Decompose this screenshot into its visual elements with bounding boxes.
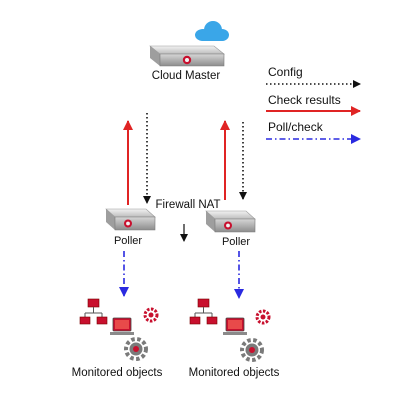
poller-left-label: Poller bbox=[114, 235, 142, 247]
firewall-nat-label: Firewall NAT bbox=[156, 199, 221, 211]
cloud-icon bbox=[195, 21, 229, 41]
legend-poll-check-label: Poll/check bbox=[268, 120, 324, 134]
cloud-master-node: Cloud Master bbox=[149, 21, 229, 82]
poller-left-node: Poller bbox=[105, 208, 156, 247]
legend-config-label: Config bbox=[268, 65, 303, 79]
poller-right-node: Poller bbox=[205, 210, 256, 248]
monitored-objects-right: Monitored objects bbox=[189, 298, 280, 379]
network-icon bbox=[189, 298, 218, 325]
legend-item-poll-check: Poll/check bbox=[266, 120, 361, 144]
server-device-icon bbox=[149, 45, 225, 67]
monitored-objects-left: Monitored objects bbox=[72, 298, 163, 379]
cloud-master-label: Cloud Master bbox=[152, 70, 221, 82]
legend: Config Check results Poll/check bbox=[266, 65, 361, 144]
monitored-objects-right-label: Monitored objects bbox=[189, 367, 280, 379]
legend-check-results-label: Check results bbox=[268, 93, 341, 107]
computer-icon bbox=[223, 317, 247, 335]
poller-device-icon bbox=[205, 210, 256, 233]
legend-item-config: Config bbox=[266, 65, 361, 88]
computer-icon bbox=[110, 317, 134, 335]
legend-item-check-results: Check results bbox=[266, 93, 361, 116]
gear-icon bbox=[124, 307, 159, 361]
poller-right-label: Poller bbox=[222, 236, 250, 248]
network-icon bbox=[79, 298, 108, 325]
poller-device-icon bbox=[105, 208, 156, 231]
gear-icon bbox=[240, 309, 271, 362]
monitored-objects-left-label: Monitored objects bbox=[72, 367, 163, 379]
firewall-nat: Firewall NAT bbox=[156, 199, 221, 242]
